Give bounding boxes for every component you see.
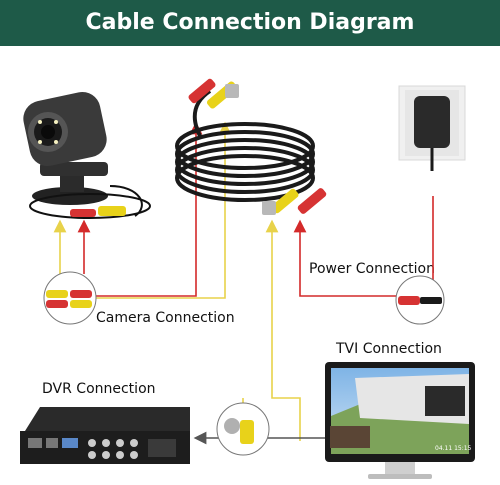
camera-red-plug bbox=[70, 209, 96, 217]
video-line-dvr bbox=[272, 226, 300, 441]
power-connection-zoom bbox=[396, 276, 444, 324]
camera-yellow-plug bbox=[98, 206, 126, 216]
monitor-timestamp: 04.11 15:15 bbox=[435, 445, 472, 452]
dvr-unit bbox=[20, 407, 190, 464]
power-adapter bbox=[399, 86, 465, 171]
bnc-cable-coil bbox=[177, 78, 327, 216]
cable-diagram: 04.11 15:15 bbox=[0, 46, 500, 485]
monitor: 04.11 15:15 bbox=[325, 362, 475, 479]
bullet-camera bbox=[20, 89, 150, 218]
cable-bnc-bottom bbox=[262, 201, 276, 215]
cable-bnc-top bbox=[225, 84, 239, 98]
camera-connection-zoom bbox=[44, 272, 96, 324]
tvi-connection-zoom bbox=[217, 403, 269, 455]
page-title: Cable Connection Diagram bbox=[0, 0, 500, 46]
